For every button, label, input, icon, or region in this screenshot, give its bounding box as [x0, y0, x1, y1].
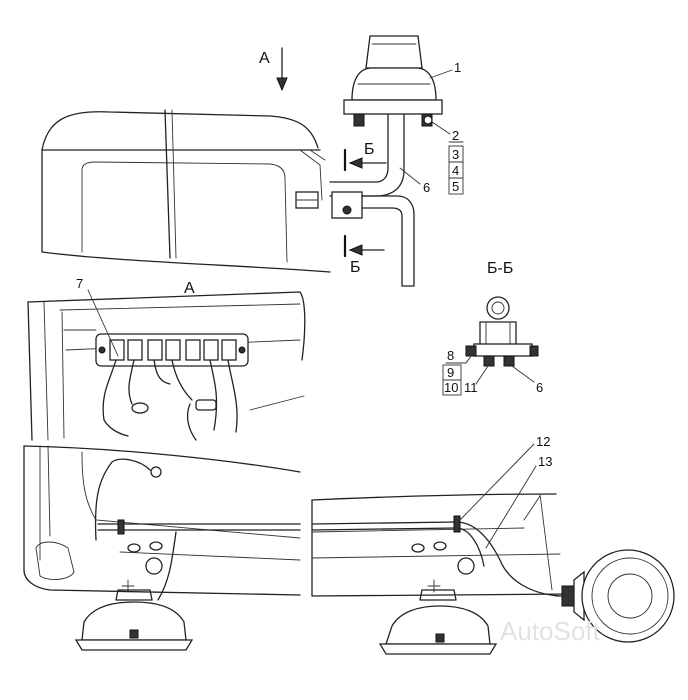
- watermark: AutoSoft: [500, 616, 601, 646]
- callouts-top: 1 2 3 4 5 6: [399, 60, 464, 195]
- cab-body-outline: [41, 149, 331, 273]
- callout-13: 13: [538, 454, 552, 469]
- callout-3: 3: [452, 147, 459, 162]
- callout-10: 10: [444, 380, 458, 395]
- bolt-left: [353, 113, 365, 127]
- round-lamp-housing: [581, 549, 675, 643]
- section-b-b-title: Б-Б: [487, 260, 513, 277]
- view-arrow-a: А: [259, 47, 288, 92]
- work-lamp-right: [378, 541, 498, 655]
- beacon-base: [343, 99, 443, 115]
- section-arrow-top: Б: [343, 141, 387, 172]
- callout-6-top: 6: [423, 180, 430, 195]
- section-tube: [486, 296, 510, 320]
- callout-4: 4: [452, 163, 459, 178]
- section-b-b-view: Б-Б 8 9 10 11 6: [442, 260, 543, 396]
- mounting-bracket: [329, 113, 415, 287]
- view-a-title: А: [184, 280, 195, 297]
- cab-side-view: 12 13: [23, 434, 675, 655]
- bracket-leg: [361, 195, 415, 287]
- roof-curve: [41, 111, 319, 151]
- section-plate: [473, 343, 533, 357]
- work-lamp-left: [74, 531, 194, 651]
- callout-8: 8: [447, 348, 454, 363]
- callout-9: 9: [447, 365, 454, 380]
- section-arrow-bottom: Б: [343, 234, 385, 276]
- beacon-lamp: [343, 35, 443, 127]
- callout-1: 1: [454, 60, 461, 75]
- view-a-detail: А 7: [27, 276, 306, 441]
- beacon-dome: [365, 35, 423, 69]
- callout-7: 7: [76, 276, 83, 291]
- callout-6-section: 6: [536, 380, 543, 395]
- view-a-arrow-label: А: [259, 50, 270, 67]
- callout-stack-3-5: [448, 145, 464, 195]
- round-lamp: [555, 549, 675, 643]
- harness-wire: [94, 458, 151, 541]
- callout-11: 11: [464, 380, 478, 395]
- section-b-label-bottom: Б: [350, 259, 361, 276]
- cab-roof-view: [41, 109, 331, 273]
- door-opening: [81, 161, 288, 263]
- callout-12: 12: [536, 434, 550, 449]
- callout-2: 2: [452, 128, 459, 143]
- roof-seam: [164, 109, 171, 259]
- callout-5: 5: [452, 179, 459, 194]
- section-b-label-top: Б: [364, 141, 375, 158]
- harness-wire-right: [311, 521, 561, 597]
- wire-1: [102, 359, 117, 421]
